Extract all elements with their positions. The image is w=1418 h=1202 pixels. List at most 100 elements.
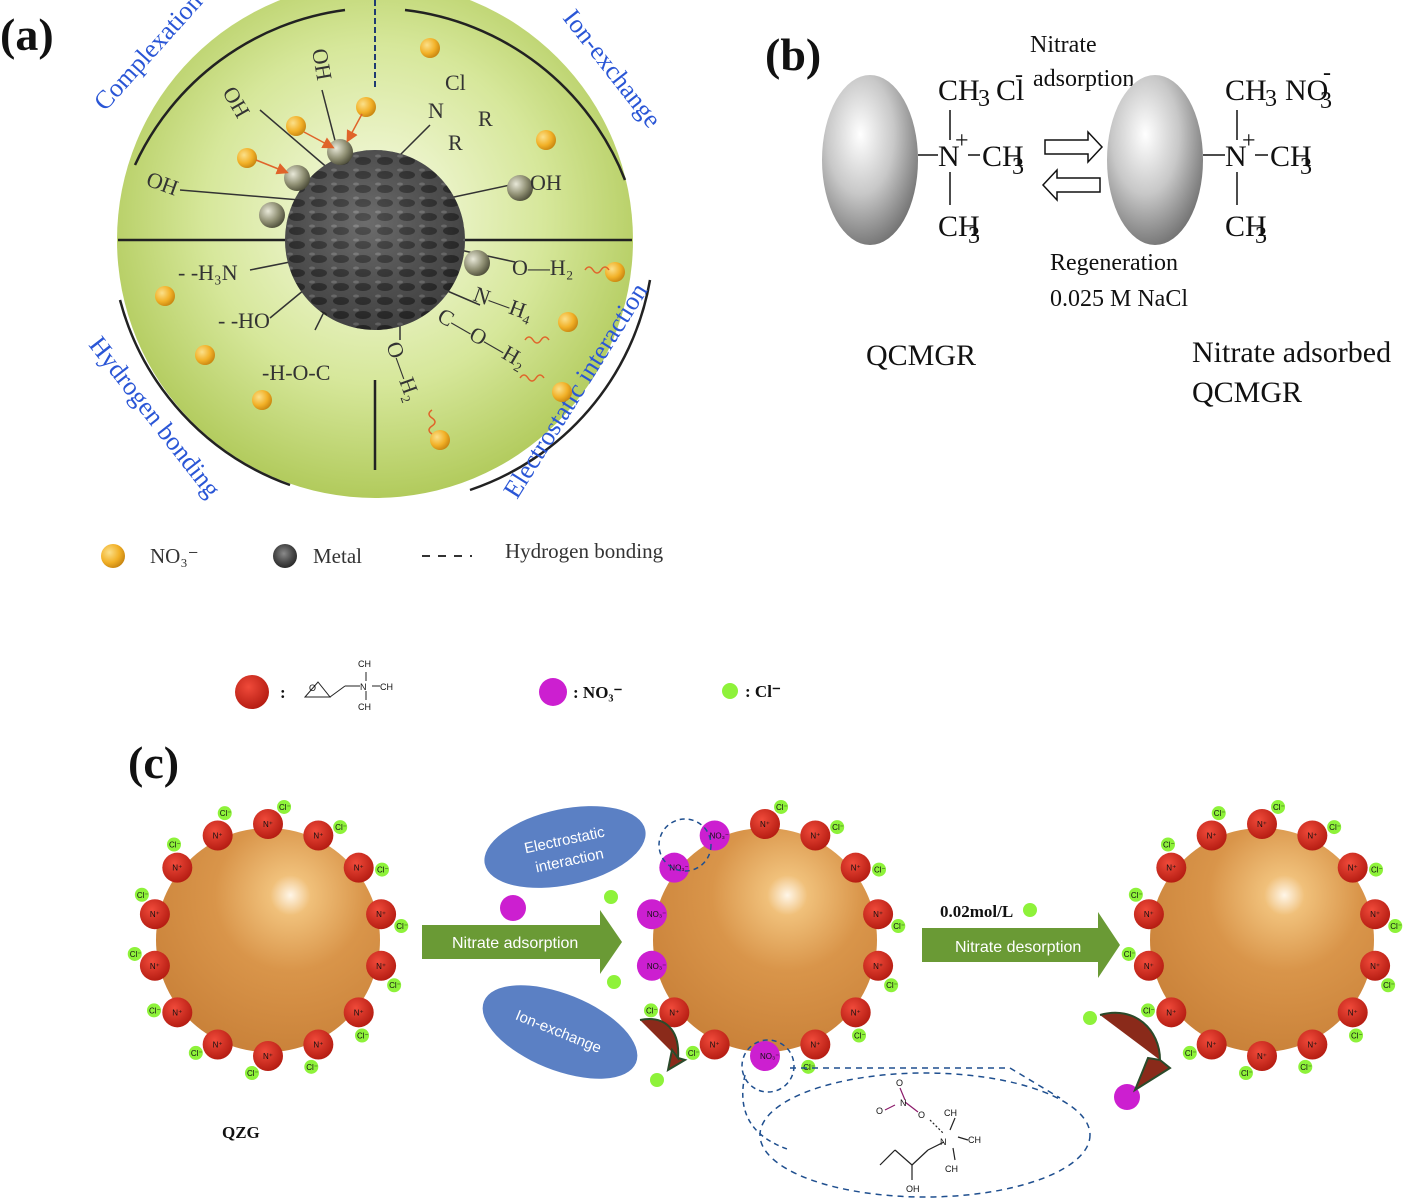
ammonium-label: N⁺	[1207, 831, 1217, 840]
legend-nitrate-label: : NO₃⁻	[573, 683, 623, 702]
ammonium-group	[1156, 852, 1187, 883]
chloride-label: Cl⁻	[191, 1049, 203, 1058]
epoxy-structure	[303, 672, 380, 700]
group-n-plus: N	[428, 98, 444, 123]
chloride-label: Cl⁻	[803, 1063, 815, 1072]
chloride-ion	[333, 820, 348, 835]
bound-nitrate	[659, 852, 690, 883]
chloride-ion	[1298, 1059, 1313, 1074]
svg-text:CH: CH	[380, 682, 393, 692]
nitrate-balls	[155, 38, 625, 450]
chloride-label: Cl⁻	[396, 922, 408, 931]
ammonium-label: N⁺	[172, 864, 182, 873]
left-cl: Cl	[996, 74, 1024, 107]
metal-ball	[507, 175, 533, 201]
legend-nitrate-swatch	[101, 544, 125, 568]
chloride-label: Cl⁻	[1329, 823, 1341, 832]
chloride-ion	[166, 837, 181, 852]
reverse-arrow	[1041, 168, 1101, 202]
ammonium-label: N⁺	[1370, 962, 1380, 971]
highlight-ion-exchange	[741, 1039, 795, 1093]
metal-ball	[464, 250, 490, 276]
svg-text:CH: CH	[945, 1164, 958, 1174]
ammonium-label: N⁺	[1144, 962, 1154, 971]
bound-nitrate	[750, 1041, 780, 1071]
ammonium-group	[1360, 950, 1391, 981]
ammonium-group	[1247, 1041, 1277, 1071]
arc-ion-exchange	[404, 8, 627, 181]
ammonium-label: N⁺	[354, 864, 364, 873]
ammonium-group	[366, 950, 397, 981]
chloride-label: Cl⁻	[874, 866, 886, 875]
chloride-label: Cl⁻	[279, 803, 291, 812]
ammonium-group	[659, 997, 690, 1028]
chloride-label: Cl⁻	[1383, 981, 1395, 990]
right-n: N	[1225, 140, 1247, 173]
chloride-ion	[801, 1059, 816, 1074]
svg-text:O: O	[876, 1106, 883, 1116]
chloride-label: Cl⁻	[1371, 866, 1383, 875]
ammonium-label: N⁺	[1257, 820, 1267, 829]
left-ch3-right: CH	[982, 140, 1024, 173]
highlight-electrostatic	[658, 818, 712, 872]
ammonium-group	[750, 809, 780, 839]
chloride-label: Cl⁻	[335, 823, 347, 832]
chloride-ion	[217, 806, 232, 821]
ammonium-group	[1297, 820, 1328, 851]
legend-chloride-swatch	[722, 683, 738, 699]
metal-ball	[327, 139, 353, 165]
ammonium-group	[162, 997, 193, 1028]
ammonium-label: N⁺	[1370, 910, 1380, 919]
ammonium-group	[1156, 997, 1187, 1028]
particle-body	[156, 828, 380, 1052]
chloride-ion	[1327, 820, 1342, 835]
svg-text:3: 3	[968, 223, 980, 249]
bound-nitrate-label: NO₃⁻	[710, 831, 729, 840]
ammonium-label: N⁺	[760, 820, 770, 829]
ammonium-label: N⁺	[263, 1052, 273, 1061]
ammonium-label: N⁺	[1207, 1041, 1217, 1050]
ammonium-label: N⁺	[710, 1041, 720, 1050]
ammonium-label: N⁺	[810, 1041, 820, 1050]
panel-a-legend: NO₃⁻ Metal Hydrogen bonding	[101, 539, 664, 568]
right-name-line1: Nitrate adsorbed	[1192, 336, 1391, 369]
ammonium-label: N⁺	[1307, 831, 1317, 840]
bound-nitrate	[636, 899, 667, 930]
chloride-ion	[127, 946, 142, 961]
legend-nitrate-swatch	[539, 678, 567, 706]
chloride-ion	[1381, 978, 1396, 993]
panel-b: (b) CH 3 Cl - N + CH 3 CH 3 Nitrate adso…	[765, 29, 1391, 409]
wavy-bonds	[428, 266, 610, 435]
left-bead	[822, 75, 918, 245]
legend-metal-label: Metal	[313, 544, 362, 568]
ammonium-group	[699, 1029, 730, 1060]
zoom-ellipse	[759, 1072, 1091, 1198]
chloride-label: Cl⁻	[377, 866, 389, 875]
arc-electrostatic	[469, 279, 652, 492]
metal-ball	[259, 202, 285, 228]
chloride-label: Cl⁻	[1351, 1031, 1363, 1040]
chloride-ion	[304, 1059, 319, 1074]
ammonium-label: N⁺	[810, 831, 820, 840]
adsorption-arrow: Nitrate adsorption	[422, 910, 622, 974]
ammonium-label: N⁺	[354, 1008, 364, 1017]
legend-metal-swatch	[273, 544, 297, 568]
bound-nitrate	[699, 820, 730, 851]
ammonium-group	[800, 1029, 831, 1060]
nitrate-arrows	[255, 113, 363, 175]
porous-core-shade	[285, 150, 465, 330]
chloride-label: Cl⁻	[688, 1049, 700, 1058]
ammonium-label: N⁺	[851, 864, 861, 873]
chloride-ion	[134, 887, 149, 902]
group-h3n: - -H₃N	[178, 260, 238, 285]
panel-b-label: (b)	[765, 29, 821, 80]
nitrate-ball	[155, 286, 175, 306]
ammonium-group	[1196, 1029, 1227, 1060]
chloride-ion	[244, 1066, 259, 1081]
chloride-label: Cl⁻	[149, 1006, 161, 1015]
ammonium-label: N⁺	[172, 1008, 182, 1017]
chloride-ion	[884, 978, 899, 993]
desorption-arrow: Nitrate desorption	[922, 912, 1120, 978]
chloride-label: Cl⁻	[1163, 841, 1175, 850]
